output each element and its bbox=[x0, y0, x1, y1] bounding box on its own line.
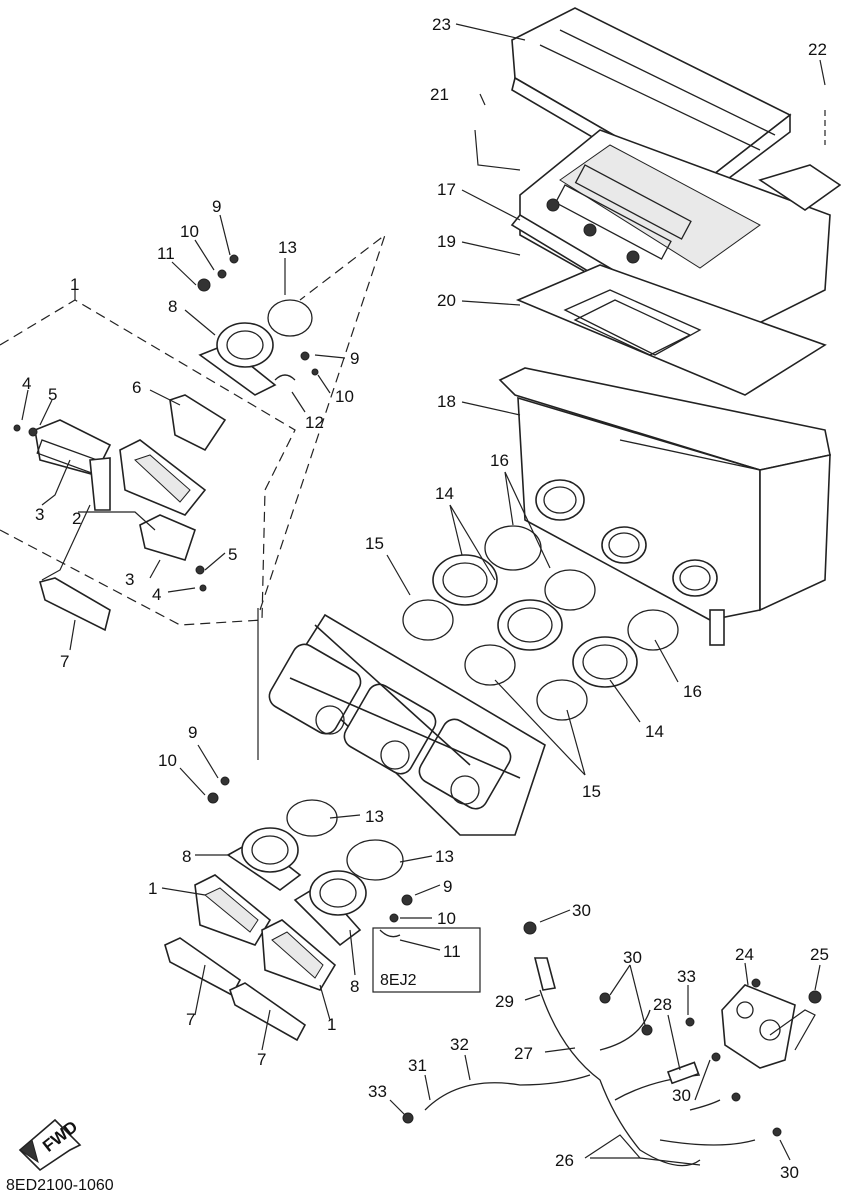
callout-5b: 5 bbox=[228, 545, 237, 564]
fuel-pump bbox=[721, 978, 822, 1069]
callout-8b: 8 bbox=[182, 847, 191, 866]
callout-13b: 13 bbox=[365, 807, 384, 826]
callout-11b: 11 bbox=[443, 942, 461, 961]
callout-7c: 7 bbox=[257, 1050, 266, 1069]
callout-14a: 14 bbox=[435, 484, 454, 503]
callout-9c: 9 bbox=[188, 723, 197, 742]
callout-29: 29 bbox=[495, 992, 514, 1011]
intake-manifolds-lower bbox=[164, 776, 413, 1042]
variant-box bbox=[372, 927, 481, 993]
callout-18: 18 bbox=[437, 392, 456, 411]
callout-30d: 30 bbox=[780, 1163, 799, 1182]
callout-33b: 33 bbox=[368, 1082, 387, 1101]
callout-2: 2 bbox=[72, 509, 81, 528]
air-filter-element bbox=[510, 213, 827, 396]
callout-4b: 4 bbox=[152, 585, 161, 604]
callout-6: 6 bbox=[132, 378, 141, 397]
callout-9a: 9 bbox=[212, 197, 221, 216]
callout-14b: 14 bbox=[645, 722, 664, 741]
callout-26: 26 bbox=[555, 1151, 574, 1170]
reed-valve-parts-upper bbox=[13, 394, 227, 632]
callout-21: 21 bbox=[430, 85, 449, 104]
callout-13c: 13 bbox=[435, 847, 454, 866]
intake-manifold-upper bbox=[197, 254, 319, 396]
callout-9d: 9 bbox=[443, 877, 452, 896]
air-filter-case-upper bbox=[519, 129, 841, 346]
callout-33a: 33 bbox=[677, 967, 696, 986]
callout-31: 31 bbox=[408, 1056, 427, 1075]
callout-7a: 7 bbox=[60, 652, 69, 671]
callout-1c: 1 bbox=[327, 1015, 336, 1034]
callout-30c: 30 bbox=[672, 1086, 691, 1105]
callout-5a: 5 bbox=[48, 385, 57, 404]
callout-1b: 1 bbox=[148, 879, 157, 898]
fwd-arrow-icon: FWD bbox=[18, 1117, 82, 1172]
callout-24: 24 bbox=[735, 945, 754, 964]
callout-32: 32 bbox=[450, 1035, 469, 1054]
callout-25: 25 bbox=[810, 945, 829, 964]
callout-30b: 30 bbox=[623, 948, 642, 967]
leader-lines bbox=[21, 23, 826, 1166]
callout-16a: 16 bbox=[490, 451, 509, 470]
callout-16b: 16 bbox=[683, 682, 702, 701]
callout-28: 28 bbox=[653, 995, 672, 1014]
callout-15b: 15 bbox=[582, 782, 601, 801]
callout-10b: 10 bbox=[335, 387, 354, 406]
callout-22: 22 bbox=[808, 40, 827, 59]
callout-9b: 9 bbox=[350, 349, 359, 368]
callout-13a: 13 bbox=[278, 238, 297, 257]
callout-30a: 30 bbox=[572, 901, 591, 920]
callout-3b: 3 bbox=[125, 570, 134, 589]
callout-23: 23 bbox=[432, 15, 451, 34]
callout-20: 20 bbox=[437, 291, 456, 310]
callout-17: 17 bbox=[437, 180, 456, 199]
variant-box-label: 8EJ2 bbox=[380, 972, 417, 989]
callout-labels: 23 22 21 17 19 20 18 16 14 15 16 14 15 1… bbox=[6, 15, 829, 1193]
fuel-hoses bbox=[402, 921, 782, 1167]
callout-12: 12 bbox=[305, 413, 324, 432]
callout-27: 27 bbox=[514, 1044, 533, 1063]
air-filter-case-lower bbox=[498, 367, 831, 646]
callout-8a: 8 bbox=[168, 297, 177, 316]
carburetor-assembly bbox=[268, 613, 546, 836]
callout-10a: 10 bbox=[180, 222, 199, 241]
callout-10c: 10 bbox=[158, 751, 177, 770]
figure-code: 8ED2100-1060 bbox=[6, 1177, 114, 1193]
hose-clamps bbox=[402, 525, 679, 721]
callout-15a: 15 bbox=[365, 534, 384, 553]
callout-7b: 7 bbox=[186, 1010, 195, 1029]
callout-3a: 3 bbox=[35, 505, 44, 524]
callout-19: 19 bbox=[437, 232, 456, 251]
carburetor-joints bbox=[432, 479, 718, 688]
callout-4a: 4 bbox=[22, 374, 31, 393]
callout-8c: 8 bbox=[350, 977, 359, 996]
callout-1a: 1 bbox=[70, 275, 79, 294]
callout-11a: 11 bbox=[157, 244, 175, 263]
callout-10d: 10 bbox=[437, 909, 456, 928]
